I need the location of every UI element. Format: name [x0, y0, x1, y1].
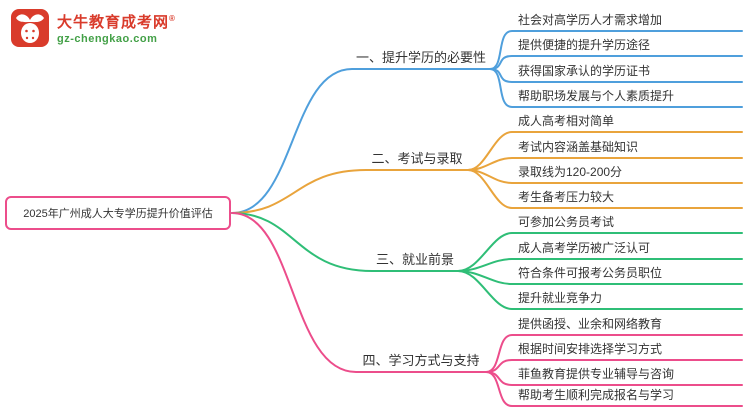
branch-node-2: 二、考试与录取 — [371, 151, 463, 166]
leaf-node: 考试内容涵盖基础知识 — [518, 140, 639, 154]
leaf-node: 成人高考学历被广泛认可 — [518, 241, 651, 255]
leaf-node: 成人高考相对简单 — [518, 114, 615, 128]
site-logo: 大牛教育成考网® gz-chengkao.com — [10, 8, 176, 48]
logo-title: 大牛教育成考网® — [57, 10, 176, 32]
branch-2-lines — [231, 131, 743, 214]
leaf-node: 录取线为120-200分 — [518, 165, 623, 179]
logo-text: 大牛教育成考网® gz-chengkao.com — [57, 10, 176, 46]
branch-node-1: 一、提升学历的必要性 — [355, 50, 486, 65]
branch-1-lines — [231, 30, 743, 214]
leaf-node: 考生备考压力较大 — [518, 190, 615, 204]
leaf-node: 帮助考生顺利完成报名与学习 — [518, 388, 675, 402]
leaf-node: 提供便捷的提升学历途径 — [518, 38, 651, 52]
branch-3-lines — [231, 212, 743, 310]
bull-logo-icon — [10, 8, 50, 48]
leaf-node: 获得国家承认的学历证书 — [518, 64, 651, 78]
branch-node-4: 四、学习方式与支持 — [362, 353, 480, 368]
leaf-node: 提升就业竞争力 — [518, 291, 603, 305]
leaf-node: 根据时间安排选择学习方式 — [518, 342, 663, 356]
leaf-node: 菲鱼教育提供专业辅导与咨询 — [518, 367, 675, 381]
leaf-node: 帮助职场发展与个人素质提升 — [518, 89, 675, 103]
branch-4-lines — [231, 212, 743, 407]
leaf-node: 符合条件可报考公务员职位 — [518, 266, 663, 280]
root-node: 2025年广州成人大专学历提升价值评估 — [5, 196, 231, 230]
logo-title-text: 大牛教育成考网 — [57, 14, 170, 31]
leaf-node: 可参加公务员考试 — [518, 215, 615, 229]
registered-mark: ® — [169, 14, 176, 23]
leaf-node: 社会对高学历人才需求增加 — [518, 13, 663, 27]
logo-url: gz-chengkao.com — [57, 33, 158, 45]
leaf-node: 提供函授、业余和网络教育 — [518, 317, 663, 331]
branch-node-3: 三、就业前景 — [375, 252, 454, 267]
